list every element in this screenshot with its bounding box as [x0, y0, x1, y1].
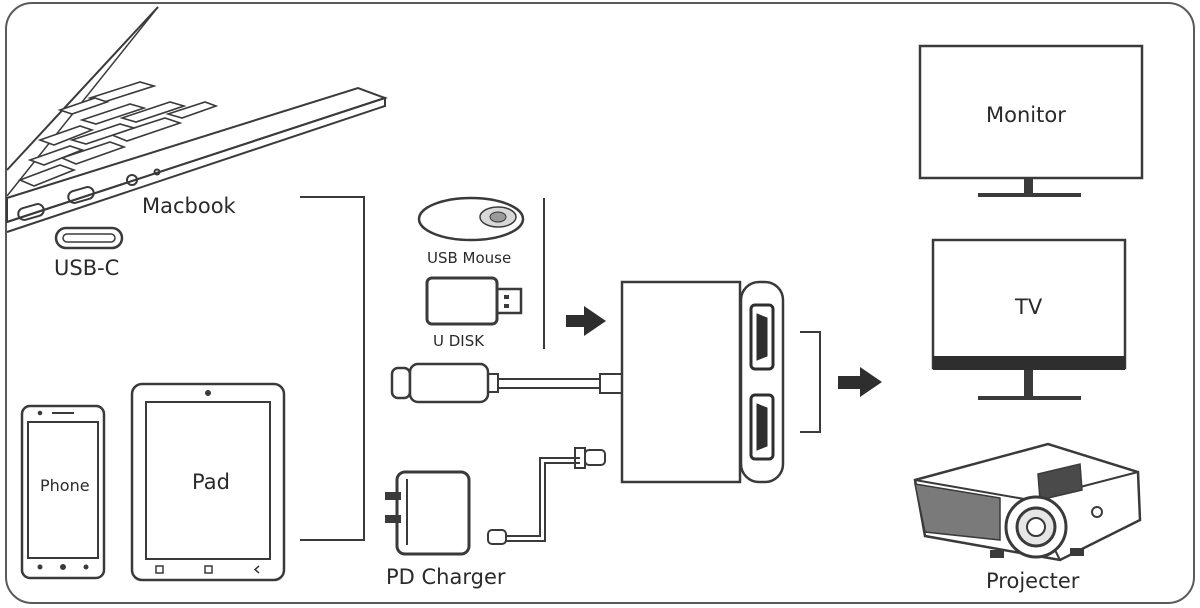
tv-label: TV	[1014, 295, 1043, 319]
u-disk-label: U DISK	[433, 332, 485, 350]
arrow-right-icon	[838, 367, 882, 397]
usb-c-cable	[390, 362, 623, 404]
arrow-right-icon	[566, 306, 606, 336]
phone-illustration	[20, 404, 106, 580]
monitor-label: Monitor	[986, 103, 1066, 127]
usb-mouse-icon	[417, 196, 525, 242]
usb-c-label: USB-C	[54, 256, 119, 280]
source-bracket	[300, 196, 365, 541]
phone-label: Phone	[40, 476, 90, 495]
tv-illustration	[931, 238, 1127, 400]
usb-mouse-label: USB Mouse	[427, 249, 511, 267]
monitor-illustration	[918, 44, 1144, 197]
usb-c-hub	[620, 280, 785, 484]
diagram-frame	[5, 2, 1195, 604]
pd-charger-icon	[385, 470, 471, 556]
usb-c-port-icon	[54, 226, 124, 250]
macbook-label: Macbook	[142, 194, 237, 218]
pd-charger-label: PD Charger	[386, 565, 506, 589]
u-disk-icon	[425, 276, 523, 326]
macbook-illustration	[6, 6, 389, 233]
projecter-label: Projecter	[986, 569, 1080, 593]
output-bracket	[800, 331, 821, 433]
pad-illustration	[130, 382, 286, 582]
charger-cable	[487, 447, 606, 545]
pad-label: Pad	[192, 470, 230, 494]
hdmi-port-icon	[749, 303, 775, 371]
projector-illustration	[913, 442, 1142, 562]
hdmi-port-icon	[749, 393, 775, 461]
